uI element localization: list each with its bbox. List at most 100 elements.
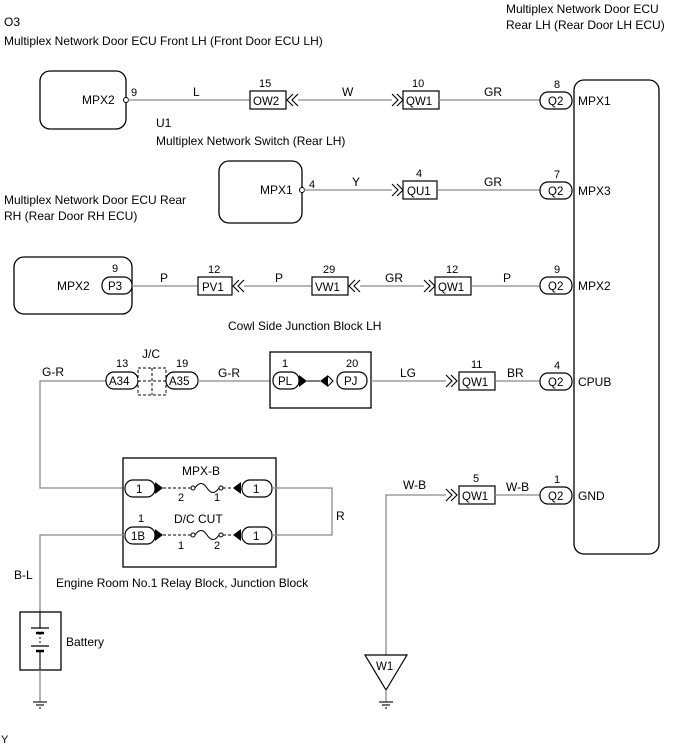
- q2-pin-mpx3: 7: [554, 169, 560, 181]
- front-ecu-code: O3: [4, 15, 20, 29]
- rear-rh-ecu-terminal: MPX1: [260, 183, 293, 197]
- ow2-label: OW2: [253, 96, 279, 108]
- chevron-icon: [286, 93, 299, 107]
- pv1-pin: 12: [208, 264, 220, 276]
- qu1-label: QU1: [407, 186, 431, 198]
- fuse1-pin-a: 2: [178, 492, 184, 504]
- terminal-mpx3: MPX3: [578, 184, 611, 198]
- q2-pin-cpub: 4: [554, 360, 560, 372]
- wire-color-mpx3-2: GR: [484, 175, 502, 189]
- fuse1-pin-b: 1: [214, 492, 220, 504]
- battery-icon: [31, 612, 49, 670]
- connector-arrow-icon: [320, 375, 328, 387]
- fuse-terminal-icon: [218, 485, 224, 491]
- ground-point-icon: [363, 654, 409, 692]
- wire-color-mpx3-1: Y: [352, 175, 360, 189]
- battery-label: Battery: [66, 635, 104, 649]
- wire-color-mpx2-4: P: [503, 271, 511, 285]
- pl-label: PL: [278, 376, 293, 388]
- connector-q2-cpub: [539, 372, 573, 391]
- a35-label: A35: [169, 376, 189, 388]
- qw1-b-pin: 12: [446, 264, 458, 276]
- fuse-icon: [194, 529, 220, 541]
- connector-arrow-icon: [233, 529, 241, 541]
- wire-color-relay-r: R: [336, 509, 345, 523]
- connector-vw1: [311, 276, 349, 296]
- connector-arrow-icon: [155, 529, 163, 541]
- relay-1b-fuse-label: 1B: [131, 531, 145, 543]
- vw1-pin: 29: [323, 264, 335, 276]
- q2-pin-gnd: 1: [554, 474, 560, 486]
- connector-ow2: [249, 90, 287, 110]
- wire-color-cpub-2: G-R: [218, 366, 240, 380]
- chevron-icon: [232, 279, 245, 293]
- wire-relay-r: [272, 487, 333, 536]
- p3-device-terminal: MPX2: [57, 279, 90, 293]
- rear-rh-ecu-title-1: Multiplex Network Door ECU Rear: [4, 193, 186, 207]
- chevron-icon: [327, 375, 334, 387]
- wire-battery: [39, 534, 125, 612]
- front-ecu-terminal: MPX2: [82, 93, 115, 107]
- q2-label-gnd: Q2: [548, 491, 563, 503]
- chevron-icon: [391, 93, 404, 107]
- fuse2-pin-a: 1: [178, 540, 184, 552]
- q2-pin-mpx1: 8: [554, 79, 560, 91]
- wire-color-cpub-3: LG: [400, 366, 416, 380]
- chevron-icon: [391, 183, 404, 197]
- fuse-terminal-icon: [190, 532, 196, 538]
- relay-1b-label: 1: [253, 484, 259, 496]
- relay-block-box: [122, 457, 277, 568]
- wire-color-cpub-4: BR: [507, 366, 524, 380]
- rear-rh-ecu-pin-dot: [299, 187, 305, 193]
- chevron-icon: [445, 488, 458, 502]
- relay-block-title: Engine Room No.1 Relay Block, Junction B…: [56, 576, 309, 590]
- front-ecu-pin-dot: [123, 97, 129, 103]
- qw1-d-label: QW1: [462, 491, 488, 503]
- wire-color-battery: B-L: [14, 568, 33, 582]
- rear-lh-ecu-title-1: Multiplex Network Door ECU: [506, 2, 659, 16]
- q2-label-mpx3: Q2: [548, 186, 563, 198]
- wire-color-mpx2-2: P: [275, 271, 283, 285]
- front-ecu-pin: 9: [131, 87, 137, 99]
- switch-title: Multiplex Network Switch (Rear LH): [156, 134, 345, 148]
- connector-q2-mpx2: [539, 276, 573, 295]
- wire-cpub-1: [39, 380, 125, 489]
- chevron-icon: [348, 279, 361, 293]
- fuse-terminal-icon: [218, 532, 224, 538]
- wire-color-gnd-1: W-B: [403, 478, 426, 492]
- chevron-icon: [423, 279, 436, 293]
- qu1-pin: 4: [416, 168, 422, 180]
- wire-color-mpx1-3: GR: [484, 85, 502, 99]
- terminal-mpx1: MPX1: [578, 94, 611, 108]
- rear-rh-ecu-pin: 4: [309, 179, 315, 191]
- p3-label: P3: [108, 281, 122, 293]
- fuse2-left-pin: 1: [138, 513, 144, 525]
- q2-label-mpx1: Q2: [548, 96, 563, 108]
- connector-pj: [336, 371, 368, 390]
- footer-mark: Y: [1, 734, 9, 746]
- relay-1a-label: 1: [136, 484, 142, 496]
- fuse2-pin-b: 2: [214, 540, 220, 552]
- wire-color-cpub-1: G-R: [42, 365, 64, 379]
- chevron-icon: [445, 374, 458, 388]
- cowl-left-pin: 1: [282, 358, 288, 370]
- fuse1-name: MPX-B: [182, 464, 220, 478]
- relay-2b-label: 1: [253, 531, 259, 543]
- a34-label: A34: [109, 376, 130, 388]
- connector-pv1: [197, 276, 233, 296]
- rear-lh-ecu-title-2: Rear LH (Rear Door LH ECU): [506, 18, 665, 32]
- fuse-icon: [194, 482, 220, 494]
- wire-color-mpx1-2: W: [342, 85, 354, 99]
- terminal-gnd: GND: [578, 489, 605, 503]
- connector-arrow-icon: [299, 375, 307, 387]
- rear-lh-ecu-box: [573, 79, 660, 555]
- ow2-pin: 15: [259, 78, 271, 90]
- q2-label-mpx2: Q2: [548, 281, 563, 293]
- qw1-d-pin: 5: [473, 473, 479, 485]
- jc-right-pin: 19: [176, 358, 188, 370]
- fuse2-name: D/C CUT: [174, 512, 223, 526]
- connector-arrow-icon: [233, 482, 241, 494]
- switch-code: U1: [156, 116, 172, 130]
- cowl-right-pin: 20: [346, 358, 358, 370]
